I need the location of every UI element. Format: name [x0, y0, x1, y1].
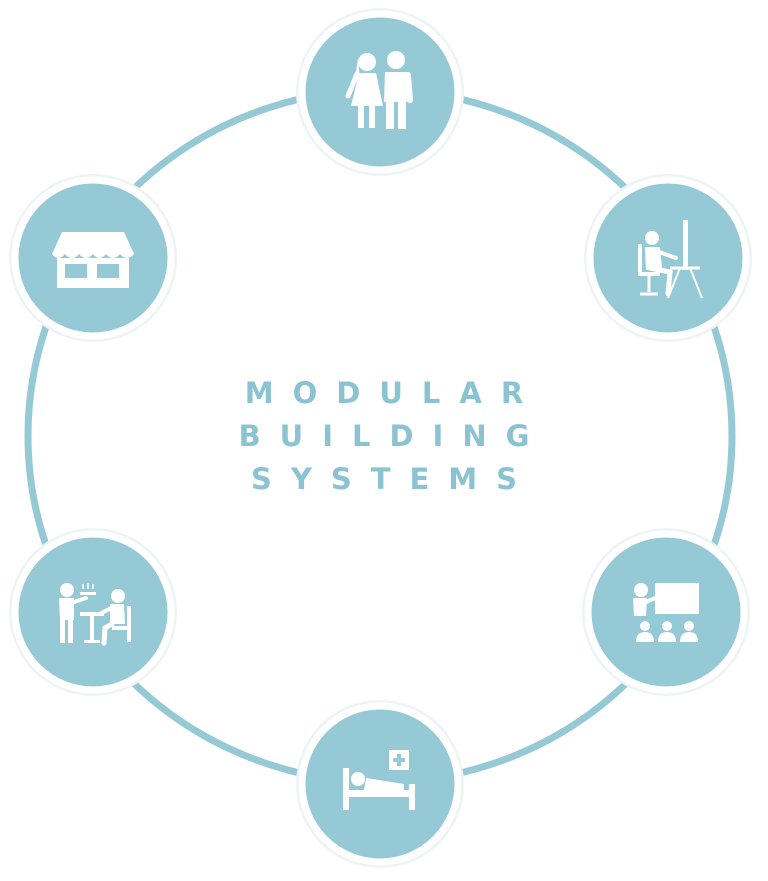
couple-icon: [345, 51, 413, 129]
node-residential[interactable]: [296, 8, 464, 176]
classroom-icon: [633, 583, 699, 642]
node-hospitality[interactable]: [9, 528, 177, 696]
title-line-1: MODULAR: [244, 376, 543, 410]
node-retail[interactable]: [9, 174, 177, 342]
node-healthcare[interactable]: [296, 700, 464, 868]
storefront-icon: [52, 232, 134, 288]
title-line-2: BUILDING: [238, 419, 549, 453]
restaurant-service-icon: [59, 583, 131, 646]
node-office[interactable]: [584, 174, 752, 342]
title-line-3: SYSTEMS: [250, 462, 537, 496]
node-education[interactable]: [582, 528, 750, 696]
desk-worker-icon: [638, 220, 703, 299]
hospital-bed-icon: [343, 750, 415, 810]
diagram-title: MODULAR BUILDING SYSTEMS: [0, 372, 768, 501]
